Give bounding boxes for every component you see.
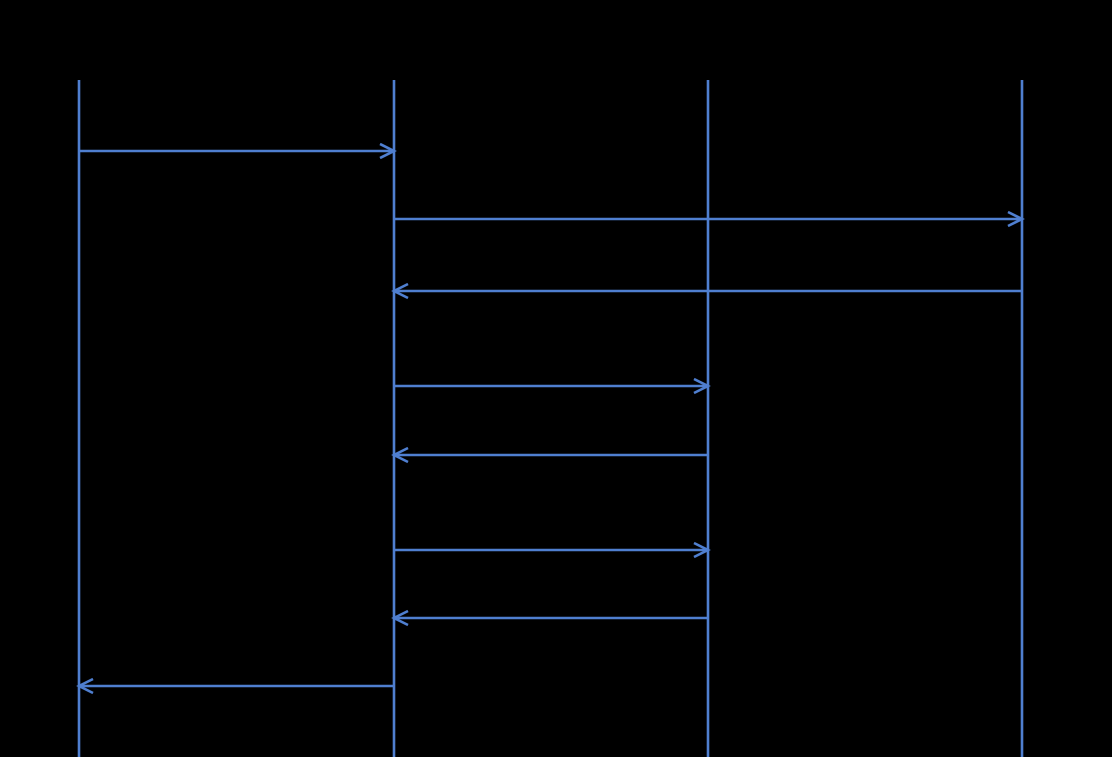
message-arrowhead-m7 <box>391 609 409 627</box>
message-m3 <box>391 282 1022 300</box>
message-m4 <box>394 377 711 395</box>
messages-group <box>76 142 1025 695</box>
message-arrowhead-m6 <box>693 541 711 559</box>
message-arrowhead-m1 <box>379 142 397 160</box>
message-m2 <box>394 210 1025 228</box>
message-arrowhead-m3 <box>391 282 409 300</box>
message-m7 <box>391 609 708 627</box>
message-arrowhead-m8 <box>76 677 94 695</box>
message-m8 <box>76 677 394 695</box>
lifelines-group <box>77 80 1024 757</box>
message-m6 <box>394 541 711 559</box>
message-m1 <box>79 142 397 160</box>
message-arrowhead-m4 <box>693 377 711 395</box>
message-m5 <box>391 446 708 464</box>
message-arrowhead-m5 <box>391 446 409 464</box>
message-arrowhead-m2 <box>1007 210 1025 228</box>
